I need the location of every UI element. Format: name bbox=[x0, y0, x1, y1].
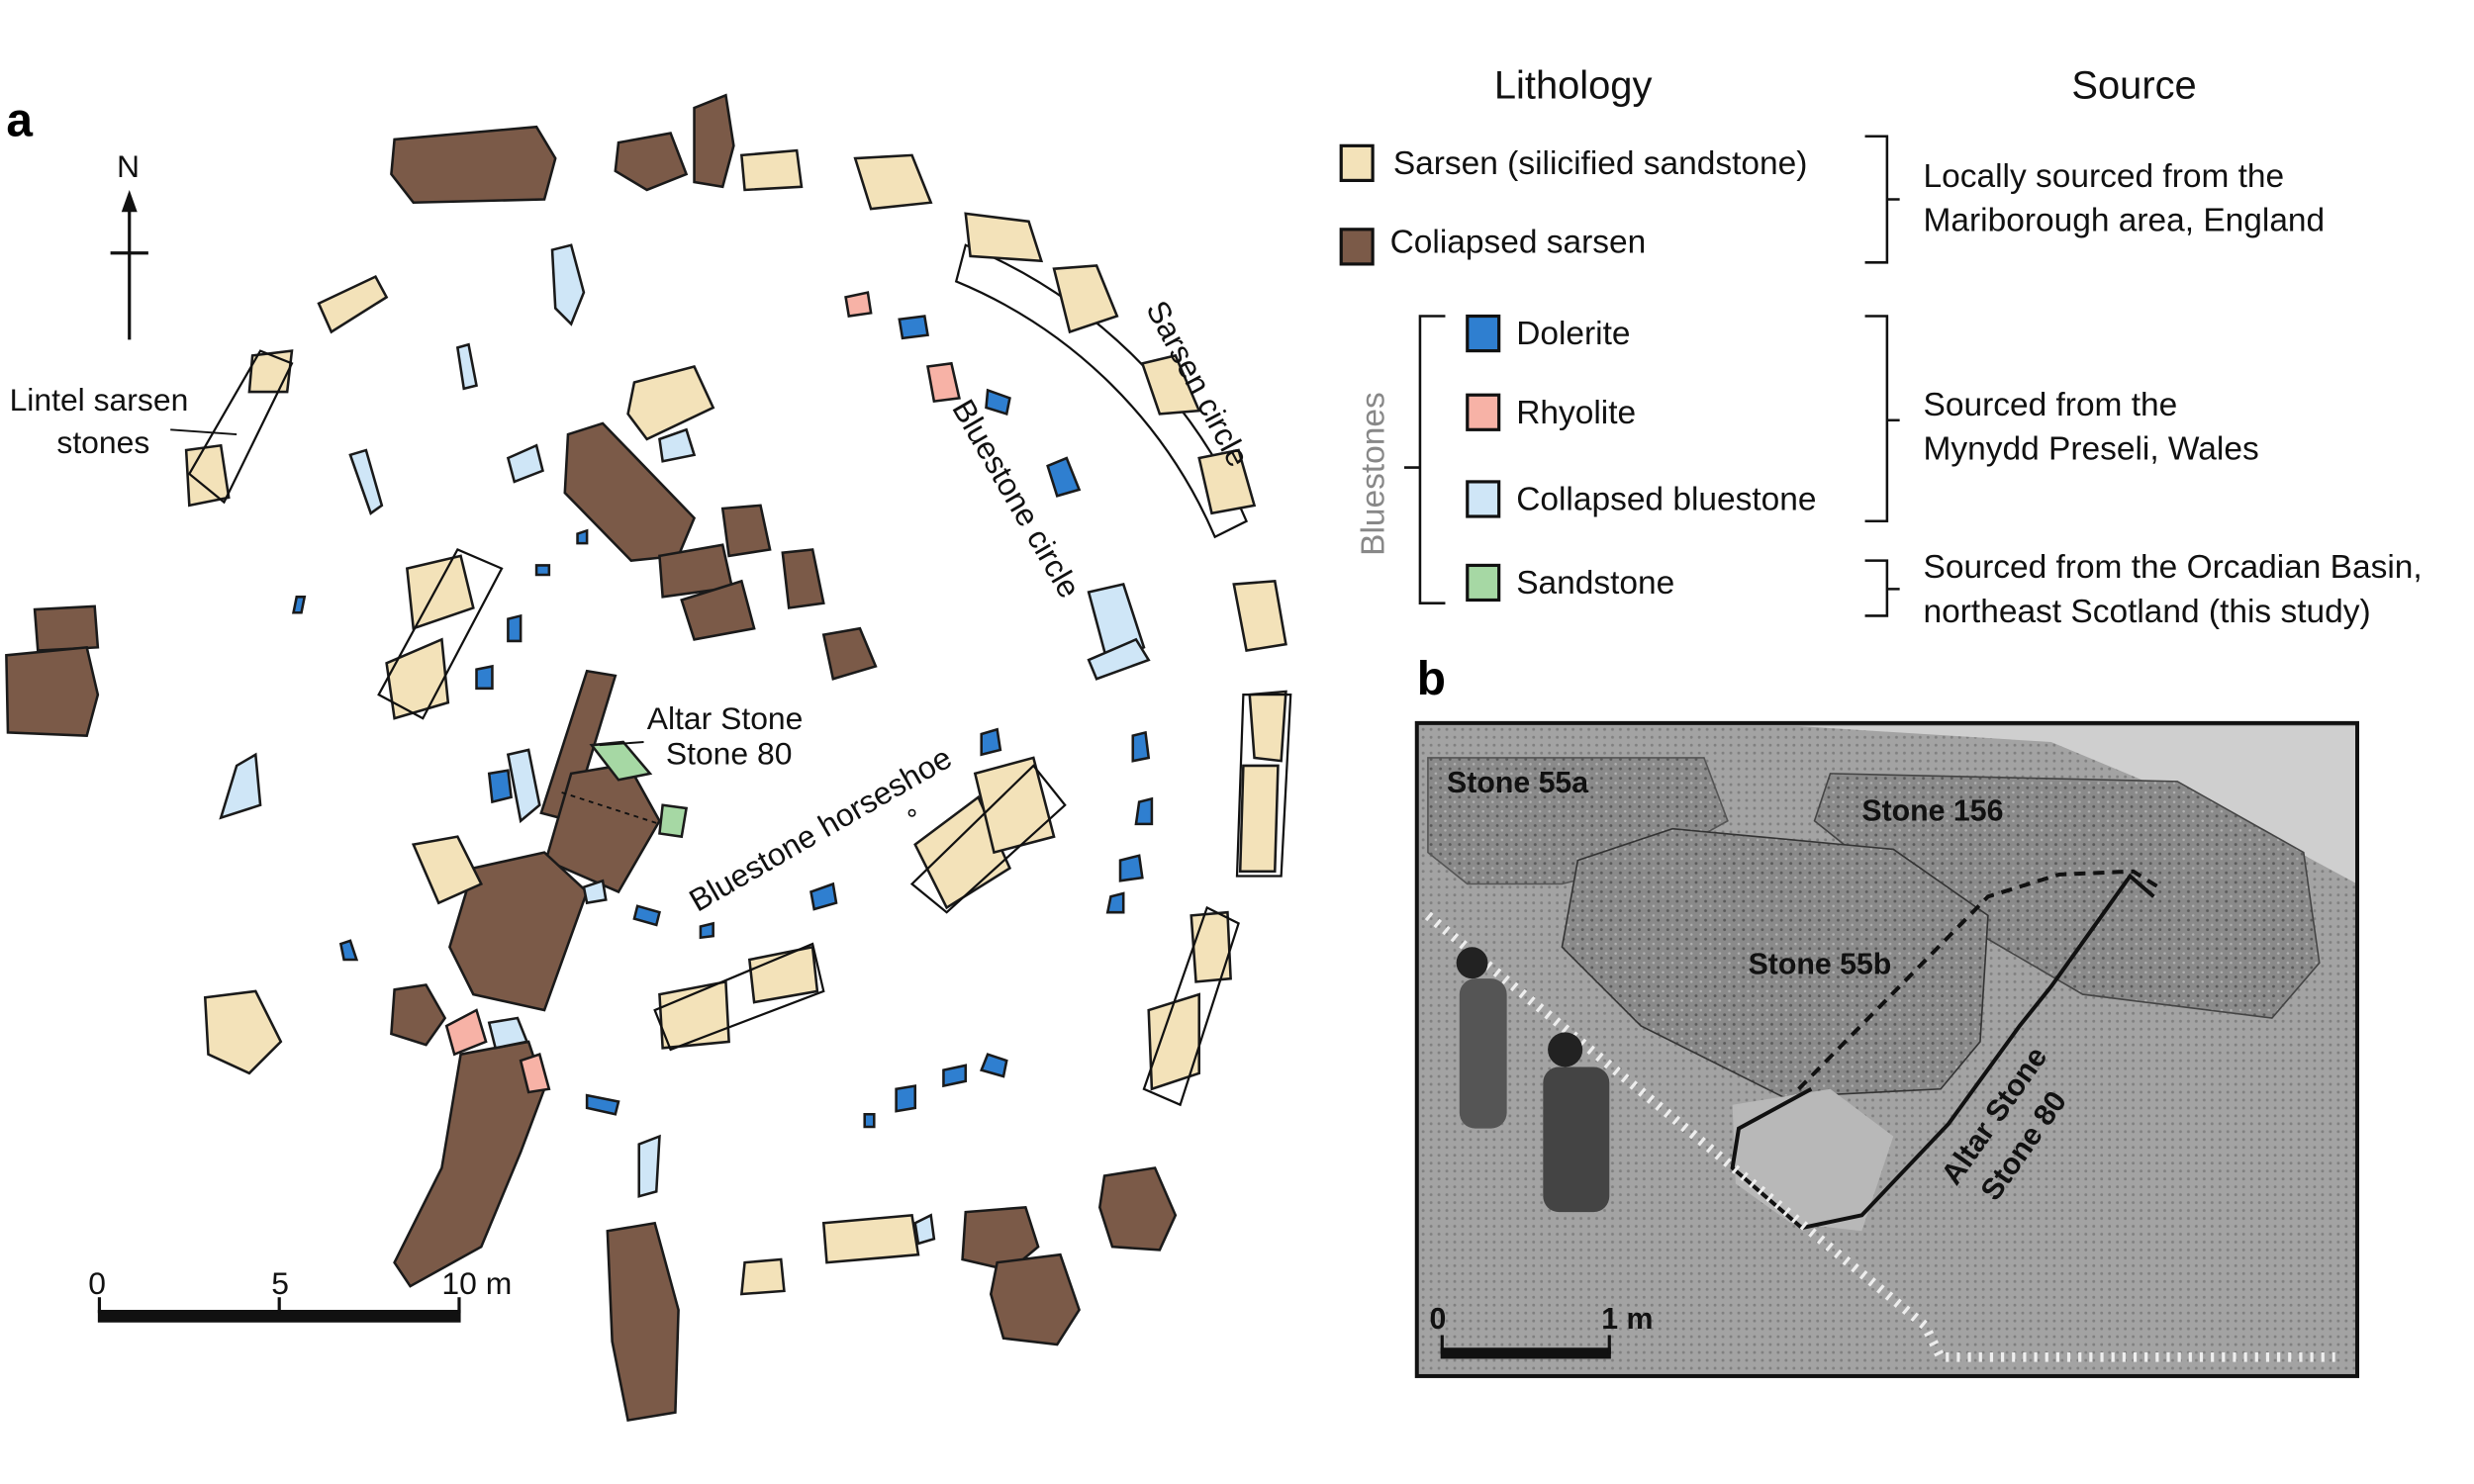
bluestones-group-label: Bluestones bbox=[1355, 392, 1391, 556]
swatch-dolerite bbox=[1466, 314, 1501, 353]
altar-stone-label: Altar Stone bbox=[647, 700, 804, 736]
scale-bar-a: 0 5 10 m bbox=[88, 1265, 512, 1323]
photo: Stone 55a Stone 156 Stone 55b Altar Ston… bbox=[1416, 722, 2358, 1376]
bluestones-bracket bbox=[1404, 315, 1446, 604]
legend-dolerite: Dolerite bbox=[1516, 316, 1630, 352]
bracket-scotland bbox=[1864, 559, 1900, 617]
lintel-label-line2: stones bbox=[56, 424, 149, 460]
scale-tick-5: 5 bbox=[271, 1265, 289, 1301]
scale-tick-0: 0 bbox=[88, 1265, 106, 1301]
source-england-line2: Mariborough area, England bbox=[1924, 202, 2326, 238]
bracket-england bbox=[1864, 135, 1900, 264]
swatch-sarsen bbox=[1339, 143, 1375, 182]
panel-a-label: a bbox=[6, 95, 33, 147]
source-wales-line2: Mynydd Preseli, Wales bbox=[1924, 431, 2259, 468]
stone-55b-label: Stone 55b bbox=[1749, 948, 1892, 980]
scale-tick-10: 10 m bbox=[441, 1265, 512, 1301]
lithology-title: Lithology bbox=[1494, 63, 1653, 107]
fence bbox=[1424, 911, 2335, 1362]
legend-rhyolite: Rhyolite bbox=[1516, 395, 1636, 431]
legend-sarsen: Sarsen (silicified sandstone) bbox=[1393, 145, 1808, 182]
north-label: N bbox=[117, 148, 140, 184]
lintel-outlines bbox=[187, 349, 1292, 1107]
sarsen-stones bbox=[184, 148, 1287, 1296]
source-title: Source bbox=[2071, 63, 2196, 107]
altar-stone-outline bbox=[1730, 873, 2155, 1231]
bluestones bbox=[219, 243, 1154, 1246]
source-scotland-line1: Sourced from the Orcadian Basin, bbox=[1924, 549, 2423, 586]
photo-frame bbox=[1414, 720, 2360, 1378]
photo-scale-tick-0: 0 bbox=[1430, 1303, 1447, 1336]
source-wales-line1: Sourced from the bbox=[1924, 387, 2178, 423]
stone-55a-label: Stone 55a bbox=[1447, 767, 1589, 799]
panel-a: a N bbox=[5, 93, 1292, 1423]
lintel-label-line1: Lintel sarsen bbox=[10, 382, 189, 417]
swatch-sandstone bbox=[1466, 563, 1501, 603]
source-england-line1: Locally sourced from the bbox=[1924, 158, 2285, 195]
collapsed-sarsen-stones bbox=[5, 93, 1178, 1423]
swatch-collapsed-sarsen bbox=[1339, 228, 1375, 266]
panel-b: b Stone 55a Stone 156 Stone 55b Altar St… bbox=[1414, 653, 2360, 1378]
legend-collapsed-bluestone: Collapsed bluestone bbox=[1516, 482, 1816, 518]
bracket-wales bbox=[1864, 315, 1900, 523]
source-scotland-line2: northeast Scotland (this study) bbox=[1924, 594, 2371, 630]
swatch-rhyolite bbox=[1466, 393, 1501, 431]
stone-80-label: Stone 80 bbox=[666, 735, 793, 771]
altar-stone-hidden-outline bbox=[1797, 869, 2160, 1091]
legend-sandstone: Sandstone bbox=[1516, 565, 1674, 602]
scale-bar-b: 0 1 m bbox=[1430, 1303, 1653, 1359]
legend: Lithology Source Sarsen (silicified sand… bbox=[1339, 63, 2423, 630]
legend-collapsed-sarsen: Coliapsed sarsen bbox=[1390, 225, 1647, 261]
north-arrow-icon: N bbox=[110, 148, 148, 340]
swatch-collapsed-bluestone bbox=[1466, 480, 1501, 518]
stone-156-label: Stone 156 bbox=[1861, 795, 2003, 828]
photo-scale-tick-1m: 1 m bbox=[1601, 1303, 1653, 1336]
panel-b-label: b bbox=[1417, 653, 1446, 705]
bluestone-circle-label: Bluestone circle bbox=[945, 393, 1088, 603]
